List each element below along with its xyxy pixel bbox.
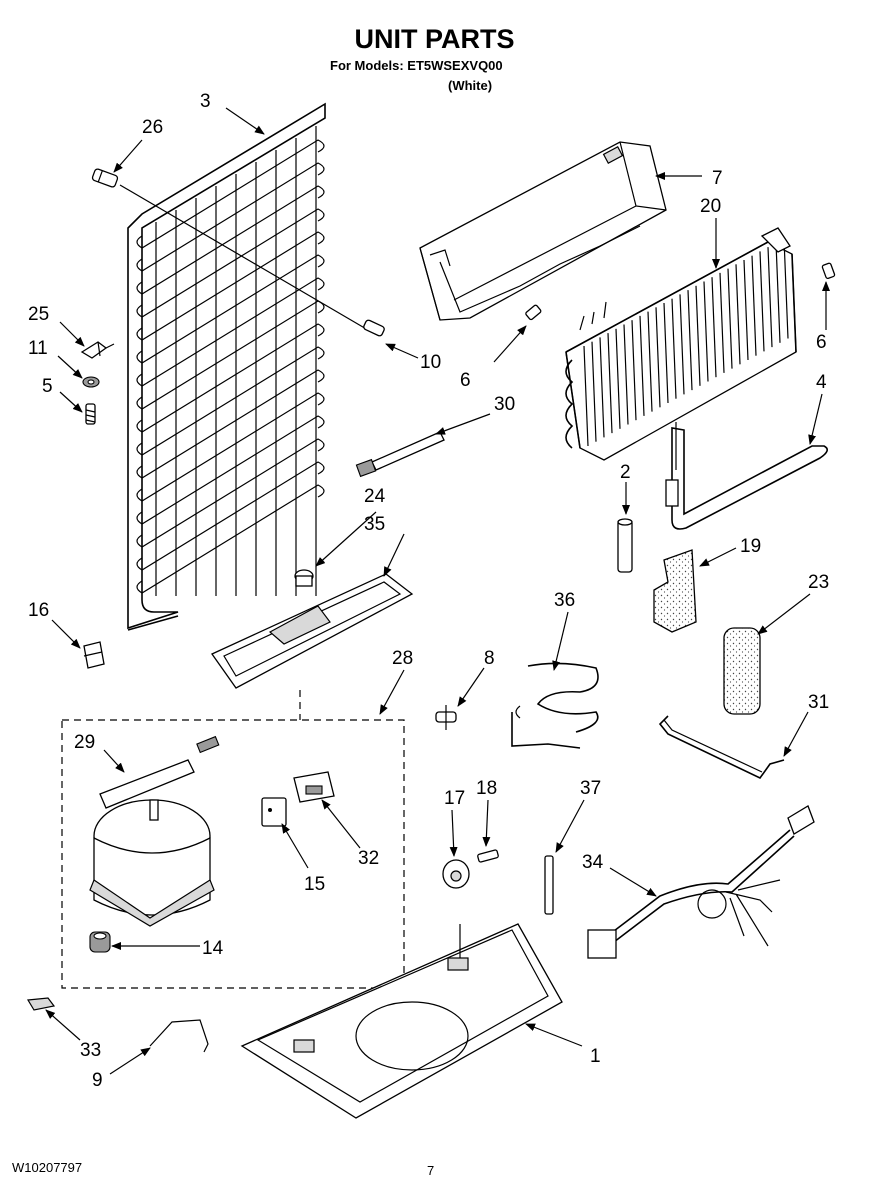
callout-37: 37 xyxy=(580,778,601,799)
callout-25: 25 xyxy=(28,304,49,325)
callout-5: 5 xyxy=(42,376,53,397)
wire-part-9 xyxy=(149,1019,209,1053)
callout-15: 15 xyxy=(304,874,325,895)
screw-part-6-left xyxy=(525,304,542,321)
foam-block-part-23 xyxy=(723,627,761,715)
drain-tube-part-2 xyxy=(617,518,633,573)
tube-part-31 xyxy=(658,715,785,780)
foam-block-part-19 xyxy=(653,549,697,633)
defrost-heater-part-4 xyxy=(665,422,828,530)
evaporator-cover-part-7 xyxy=(419,141,667,321)
nut-part-24 xyxy=(294,569,314,587)
callout-28: 28 xyxy=(392,648,413,669)
base-pan-part-1 xyxy=(240,923,563,1119)
callout-9: 9 xyxy=(92,1070,103,1091)
callout-19: 19 xyxy=(740,536,761,557)
callout-36: 36 xyxy=(554,590,575,611)
screw-part-26 xyxy=(91,168,119,188)
callout-35: 35 xyxy=(364,514,385,535)
callout-26: 26 xyxy=(142,117,163,138)
tubing-part-36 xyxy=(511,662,599,749)
wire-harness-part-34 xyxy=(587,805,815,959)
grommet-part-14 xyxy=(89,931,111,953)
callout-23: 23 xyxy=(808,572,829,593)
callout-18: 18 xyxy=(476,778,497,799)
washer-part-11 xyxy=(82,376,100,388)
callout-8: 8 xyxy=(484,648,495,669)
callout-31: 31 xyxy=(808,692,829,713)
screw-part-5 xyxy=(85,403,96,425)
screw-part-6-right xyxy=(821,262,836,280)
callout-24: 24 xyxy=(364,486,386,507)
callout-1: 1 xyxy=(590,1046,601,1067)
screw-part-18 xyxy=(477,849,499,863)
fastener-part-8 xyxy=(435,705,457,730)
evaporator-part-20 xyxy=(565,227,797,461)
callout-33: 33 xyxy=(80,1040,101,1061)
compressor-assembly-box xyxy=(61,719,405,989)
callout-30: 30 xyxy=(494,394,515,415)
callout-32: 32 xyxy=(358,848,379,869)
page-title: UNIT PARTS xyxy=(354,24,515,54)
callout-7: 7 xyxy=(712,168,723,189)
callout-11: 11 xyxy=(28,338,48,359)
callout-6-left: 6 xyxy=(460,370,471,391)
screw-part-10 xyxy=(363,319,385,337)
compressor xyxy=(89,799,215,927)
callout-6-right: 6 xyxy=(816,332,827,353)
capacitor-part-29 xyxy=(99,735,220,809)
foot-part-17 xyxy=(442,859,470,889)
callout-2: 2 xyxy=(620,462,631,483)
clip-part-16 xyxy=(83,641,105,669)
callout-14: 14 xyxy=(202,938,224,959)
callout-4: 4 xyxy=(816,372,827,393)
pin-part-37 xyxy=(544,855,554,915)
harness-part-30 xyxy=(355,431,445,478)
document-number: W10207797 xyxy=(12,1160,83,1175)
page-number: 7 xyxy=(427,1163,435,1178)
callout-3: 3 xyxy=(200,91,211,112)
callout-labels: 3 26 7 20 25 6 11 10 5 6 4 30 2 24 35 19… xyxy=(28,91,829,1091)
callout-34: 34 xyxy=(582,852,604,873)
condenser-coil xyxy=(127,102,326,631)
relay-part-15 xyxy=(261,797,287,827)
leader-lines xyxy=(45,107,830,1075)
model-color: (White) xyxy=(448,78,493,93)
callout-29: 29 xyxy=(74,732,95,753)
callout-20: 20 xyxy=(700,196,721,217)
callout-16: 16 xyxy=(28,600,49,621)
bracket-part-25 xyxy=(80,341,115,359)
model-number: For Models: ET5WSEXVQ00 xyxy=(330,58,503,73)
overload-part-32 xyxy=(293,771,335,803)
callout-10: 10 xyxy=(420,352,441,373)
clip-part-33 xyxy=(26,997,56,1011)
callout-17: 17 xyxy=(444,788,465,809)
drain-pan-part-35 xyxy=(211,573,414,689)
